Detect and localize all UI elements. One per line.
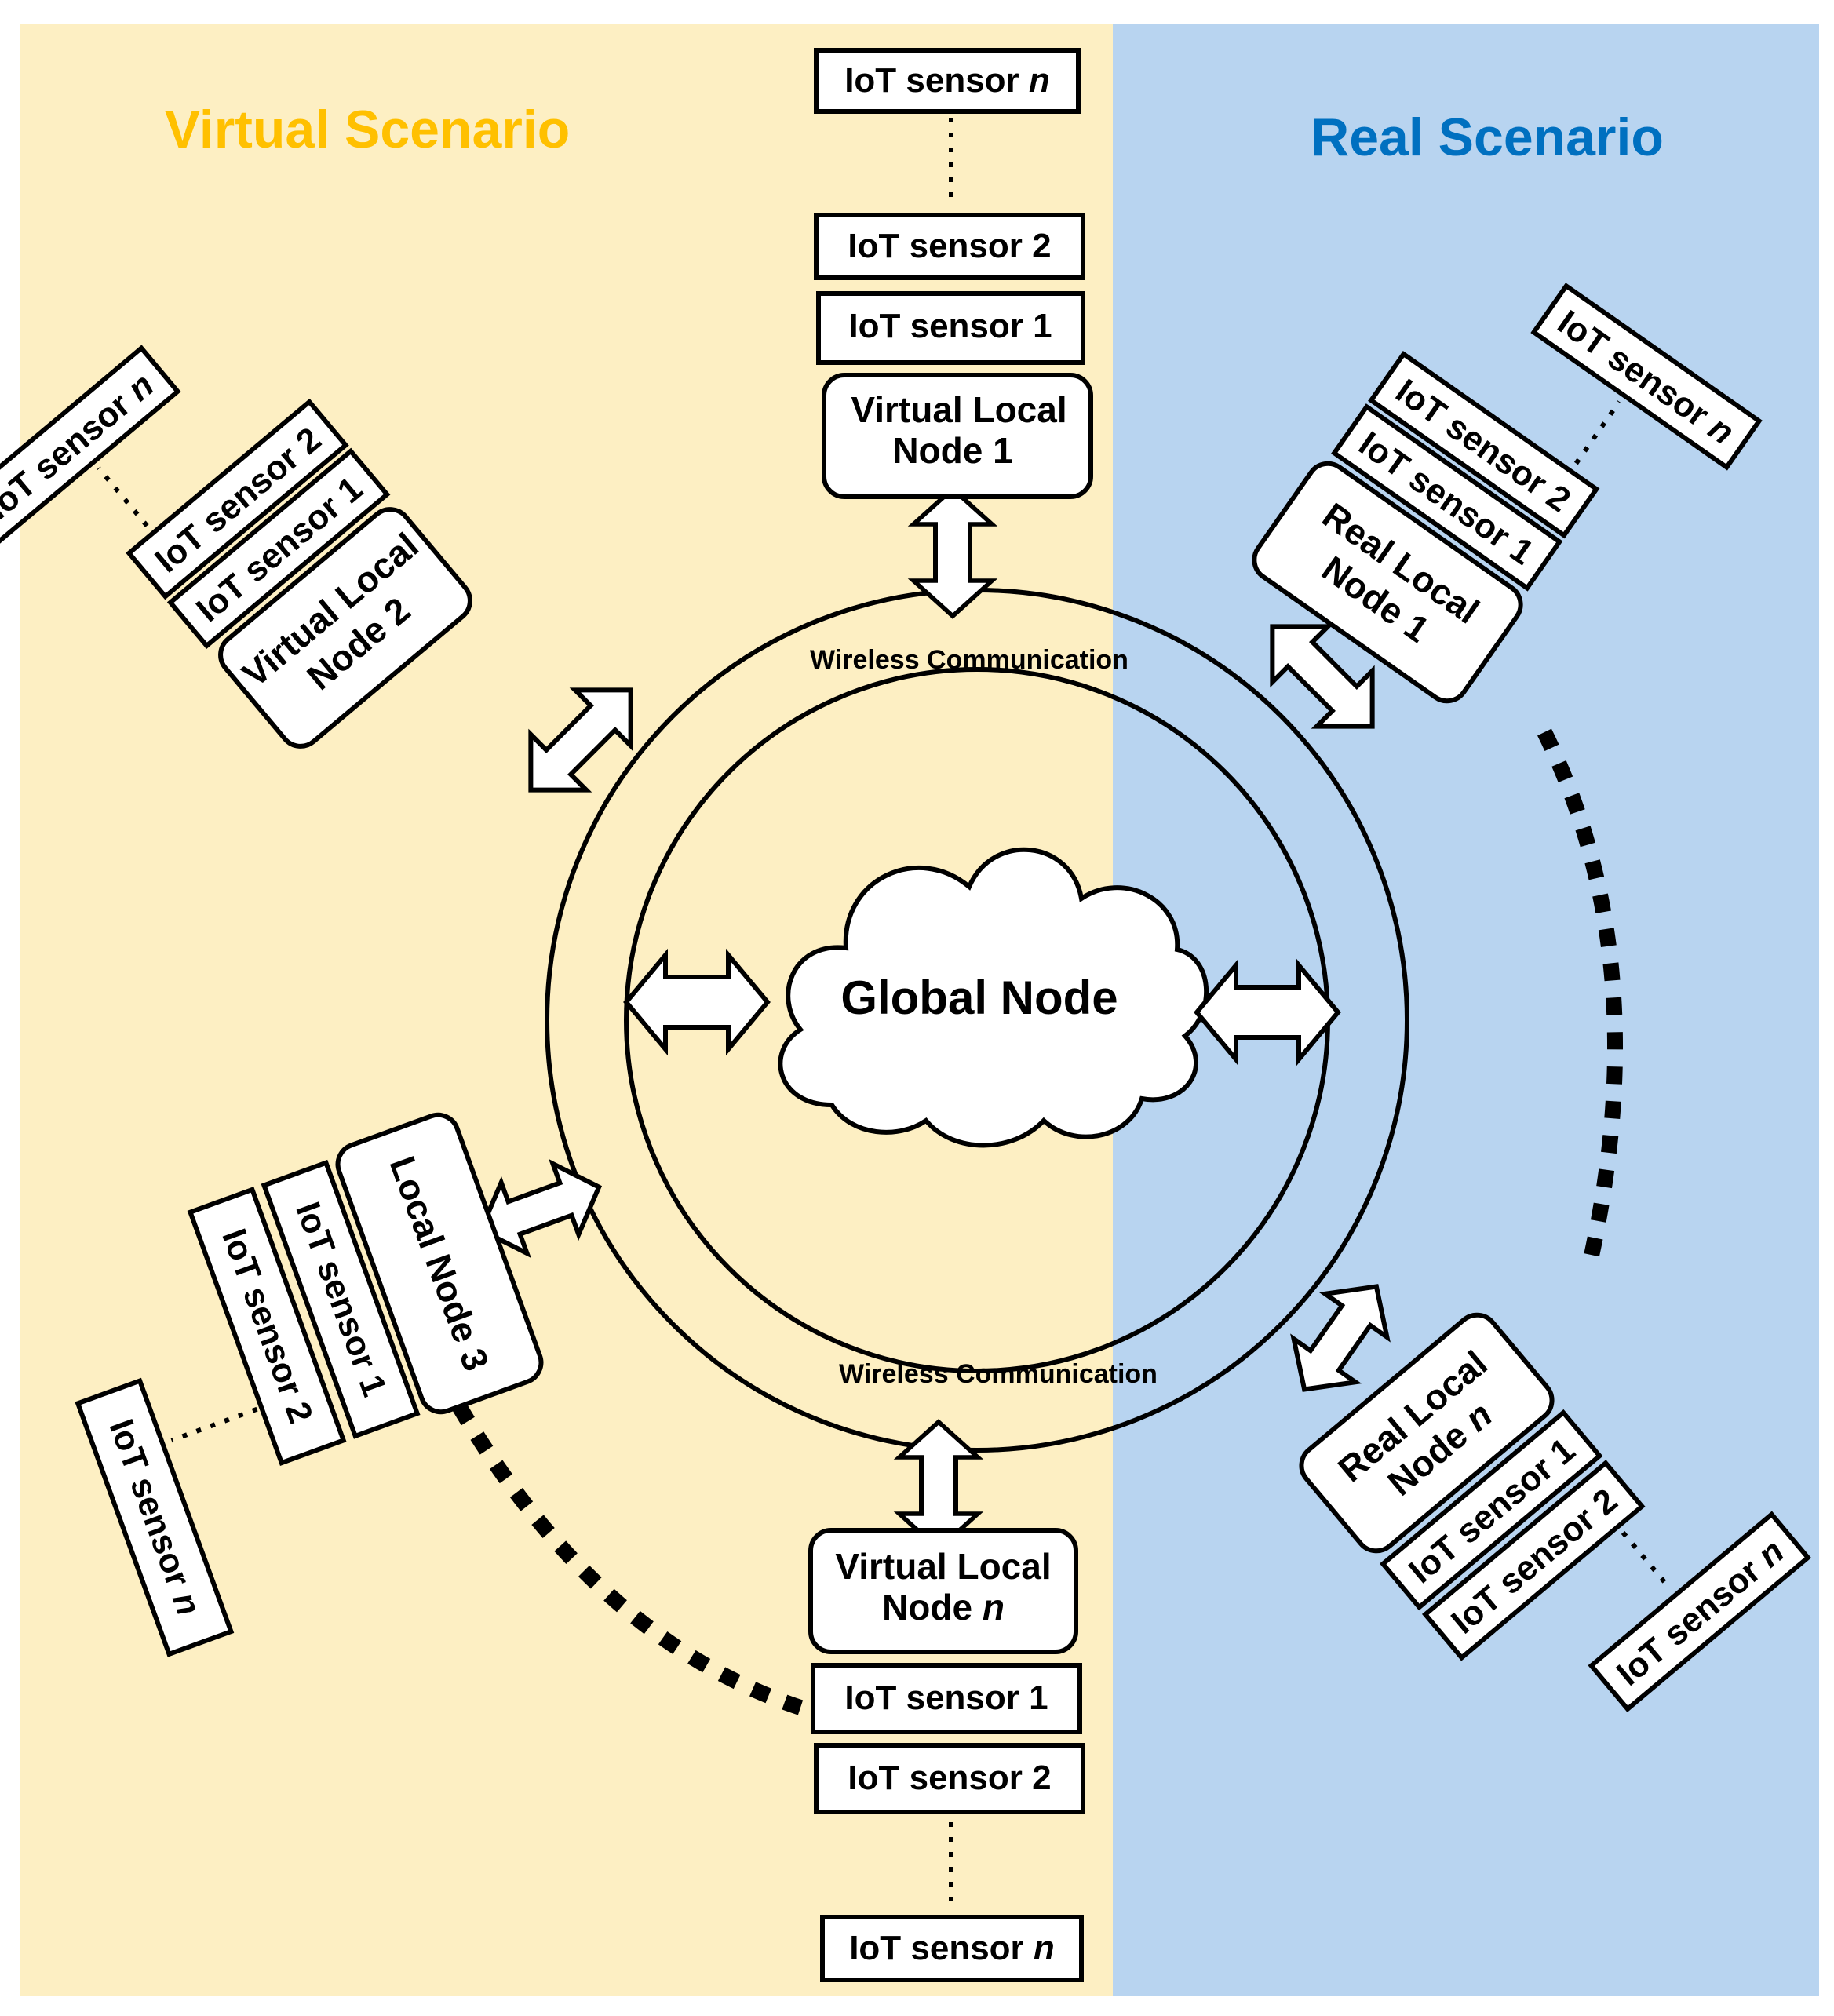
iot-sensor-n-label: IoT sensor n: [849, 1929, 1055, 1967]
double-arrow-icon: [623, 948, 771, 1056]
arrow-virtual-node1-ring: [907, 486, 998, 619]
sensor-ellipsis: [1573, 400, 1621, 465]
local-node-3-box: [335, 1112, 544, 1415]
arrow-local-node3-ring: [477, 1158, 603, 1259]
sensor-ellipsis: [97, 466, 149, 527]
double-arrow-icon: [1194, 958, 1341, 1066]
cloud-icon: [778, 847, 1209, 1148]
iot-sensor-1-box: [166, 447, 391, 650]
arrow-real-node1-ring: [1270, 624, 1375, 729]
iot-sensor-2-label: IoT sensor 2: [848, 1759, 1051, 1797]
sensor-ellipsis: [170, 1406, 258, 1443]
cluster-virtual-node-2: Virtual Local Node 2 IoT sensor 1 IoT se…: [0, 345, 472, 749]
virtual-local-node-n-label: Virtual Local: [835, 1546, 1051, 1587]
continuation-dots-left: [452, 1402, 804, 1715]
virtual-local-node-n-box: [808, 1528, 1078, 1654]
iot-sensor-2-box: [814, 1743, 1085, 1814]
iot-sensor-2-box: [814, 213, 1085, 280]
iot-sensor-n-box: [820, 1915, 1084, 1982]
arrow-global-left: [623, 948, 771, 1056]
iot-sensor-n-box: [1588, 1511, 1812, 1712]
double-arrow-icon: [1270, 624, 1375, 729]
iot-sensor-1-box: [1380, 1409, 1603, 1611]
iot-sensor-1-label: IoT sensor 1: [848, 307, 1052, 345]
virtual-local-node-1-label-line2: Node 1: [892, 430, 1012, 471]
arrow-real-noden-ring: [1290, 1284, 1391, 1392]
iot-sensor-n-box: [814, 48, 1081, 114]
iot-sensor-n-label: IoT sensor n: [844, 61, 1050, 100]
iot-sensor-n-box: [0, 345, 181, 546]
iot-sensor-2-label: IoT sensor 2: [848, 227, 1051, 265]
iot-sensor-1-box: [816, 291, 1085, 365]
cluster-local-node-3: Local Node 3 IoT sensor 1 IoT sensor 2 I…: [75, 1112, 544, 1657]
arrow-virtual-node2-ring: [528, 687, 633, 793]
iot-sensor-2-box: [187, 1187, 347, 1466]
cluster-virtual-node-n: Virtual Local Node n IoT sensor 1 IoT se…: [808, 1528, 1085, 1982]
virtual-scenario-title: Virtual Scenario: [165, 100, 571, 159]
double-arrow-icon: [477, 1158, 603, 1259]
sensor-ellipsis: [1621, 1531, 1672, 1591]
real-scenario-title: Real Scenario: [1311, 108, 1664, 167]
virtual-local-node-2-box: [218, 507, 472, 749]
wireless-communication-top-label: Wireless Communication: [810, 645, 1128, 675]
iot-sensor-1-box: [261, 1159, 421, 1439]
iot-sensor-2-box: [1368, 350, 1600, 539]
wireless-communication-bottom-label: Wireless Communication: [839, 1359, 1158, 1389]
virtual-local-node-1-box: [822, 373, 1093, 499]
iot-sensor-n-box: [1530, 283, 1763, 471]
iot-sensor-n-box: [75, 1377, 235, 1657]
continuation-dots-right: [1537, 728, 1624, 1258]
iot-sensor-1-box: [811, 1663, 1082, 1734]
double-arrow-icon: [907, 486, 998, 619]
arrow-global-right: [1194, 958, 1341, 1066]
real-local-node-1-box: [1252, 461, 1523, 704]
cluster-real-node-1: Real Local Node 1 IoT sensor 1 IoT senso…: [1252, 283, 1763, 704]
cluster-virtual-node-1: IoT sensor n IoT sensor 2 IoT sensor 1 V…: [814, 48, 1093, 499]
double-arrow-icon: [528, 687, 633, 793]
virtual-local-node-n-label-line2: Node n: [882, 1587, 1005, 1628]
iot-sensor-2-box: [126, 398, 349, 600]
iot-sensor-1-label: IoT sensor 1: [844, 1679, 1048, 1717]
iot-sensor-1-box: [1331, 403, 1563, 592]
iot-sensor-2-box: [1421, 1460, 1646, 1661]
real-local-node-n-box: [1299, 1312, 1555, 1554]
double-arrow-icon: [1290, 1284, 1391, 1392]
global-node-label: Global Node: [840, 972, 1118, 1024]
virtual-local-node-1-label: Virtual Local: [851, 389, 1066, 430]
